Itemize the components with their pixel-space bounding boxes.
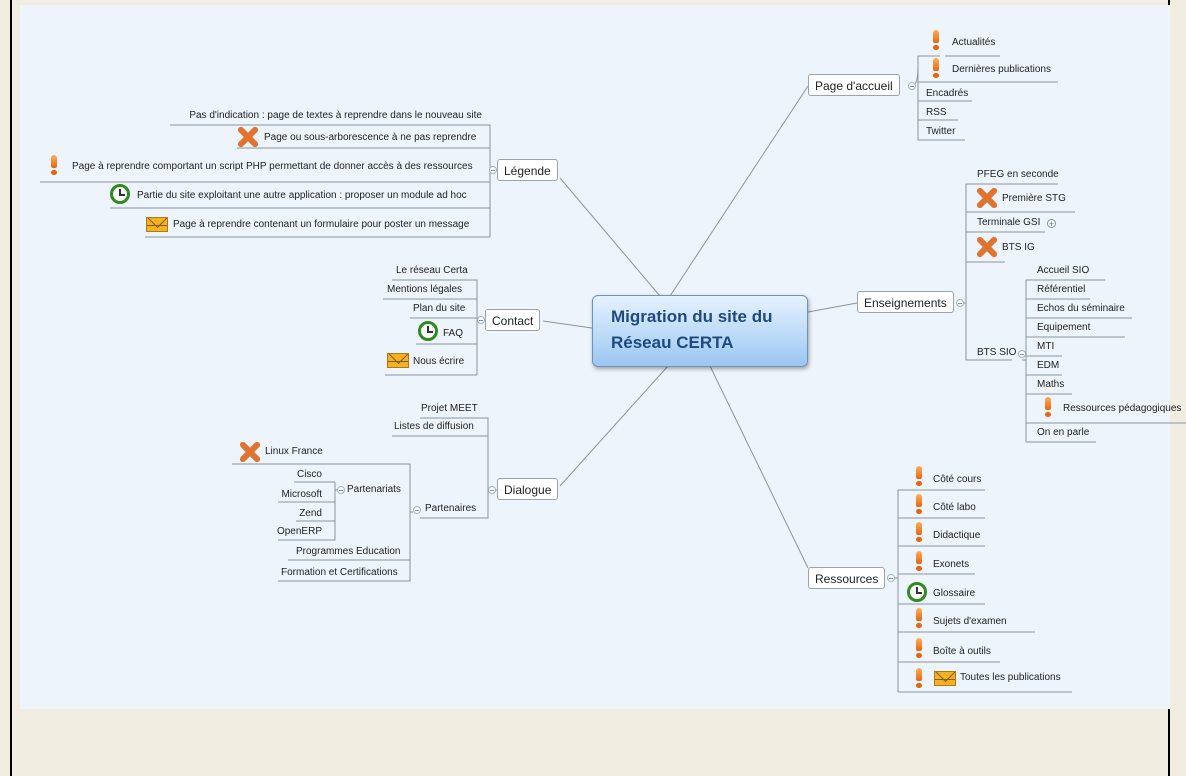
php-script-icon	[915, 638, 923, 658]
partenaire-partenariats[interactable]: Partenariats	[347, 484, 401, 495]
enseignement-pfeg[interactable]: PFEG en seconde	[977, 169, 1059, 180]
sio-edm[interactable]: EDM	[1037, 360, 1060, 371]
legende-item-other-application: Partie du site exploitant une autre appl…	[137, 190, 467, 201]
ressource-toutes-publications[interactable]: Toutes les publications	[960, 672, 1061, 683]
php-script-icon	[50, 155, 58, 175]
sio-echos-seminaire[interactable]: Echos du séminaire	[1037, 303, 1125, 314]
accueil-item-encadres[interactable]: Encadrés	[926, 88, 969, 99]
legende-item-no-indication: Pas d'indication : page de textes à repr…	[189, 110, 482, 121]
envelope-icon	[146, 217, 168, 232]
accueil-item-dernieres-publications[interactable]: Dernières publications	[952, 64, 1051, 75]
collapse-accueil-icon[interactable]	[908, 82, 916, 90]
partenaire-linux-france[interactable]: Linux France	[265, 446, 323, 457]
ressource-cote-cours[interactable]: Côté cours	[933, 474, 982, 485]
cross-icon	[237, 126, 259, 148]
sio-accueil[interactable]: Accueil SIO	[1037, 265, 1090, 276]
enseignement-bts-ig[interactable]: BTS IG	[1002, 242, 1035, 253]
contact-plan-du-site[interactable]: Plan du site	[413, 303, 466, 314]
collapse-partenaires-icon[interactable]	[413, 506, 421, 514]
php-script-icon	[915, 466, 923, 486]
partenariat-microsoft[interactable]: Microsoft	[281, 489, 322, 500]
sio-ressources-pedagogiques[interactable]: Ressources pédagogiques	[1063, 403, 1182, 414]
contact-faq[interactable]: FAQ	[443, 328, 464, 339]
ressource-cote-labo[interactable]: Côté labo	[933, 502, 976, 513]
ressource-exonets[interactable]: Exonets	[933, 559, 970, 570]
collapse-legende-icon[interactable]	[489, 166, 497, 174]
cross-icon	[239, 441, 261, 463]
topic-enseignements[interactable]: Enseignements	[857, 291, 954, 313]
dialogue-projet-meet[interactable]: Projet MEET	[421, 403, 478, 414]
legende-item-not-reused: Page ou sous-arborescence à ne pas repre…	[264, 132, 477, 143]
php-script-icon	[932, 58, 940, 78]
central-topic[interactable]: Migration du site du Réseau CERTA	[592, 295, 808, 367]
dialogue-partenaires[interactable]: Partenaires	[425, 503, 477, 514]
sio-referentiel[interactable]: Référentiel	[1037, 284, 1086, 295]
clock-icon	[418, 321, 438, 341]
php-script-icon	[915, 668, 923, 688]
collapse-enseignements-icon[interactable]	[956, 299, 964, 307]
topic-legende[interactable]: Légende	[497, 159, 558, 181]
topic-contact[interactable]: Contact	[485, 309, 541, 331]
envelope-icon	[387, 353, 409, 368]
sio-maths[interactable]: Maths	[1037, 379, 1065, 390]
partenaire-formation-certifications[interactable]: Formation et Certifications	[281, 567, 398, 578]
ressource-didactique[interactable]: Didactique	[933, 530, 981, 541]
collapse-contact-icon[interactable]	[477, 316, 485, 324]
enseignement-premiere-stg[interactable]: Première STG	[1002, 193, 1066, 204]
php-script-icon	[915, 522, 923, 542]
php-script-icon	[1044, 397, 1052, 417]
contact-nous-ecrire[interactable]: Nous écrire	[413, 356, 465, 367]
collapse-dialogue-icon[interactable]	[488, 486, 496, 494]
partenariat-cisco[interactable]: Cisco	[296, 469, 322, 480]
cross-icon	[976, 187, 998, 209]
php-script-icon	[932, 30, 940, 50]
ressource-boite-outils[interactable]: Boîte à outils	[933, 646, 991, 657]
topic-ressources[interactable]: Ressources	[808, 567, 886, 589]
expand-plus-icon[interactable]: +	[1047, 219, 1056, 229]
sio-mti[interactable]: MTI	[1037, 341, 1055, 352]
clock-icon	[907, 582, 927, 602]
accueil-item-twitter[interactable]: Twitter	[926, 126, 956, 137]
partenariat-zend[interactable]: Zend	[299, 508, 322, 519]
envelope-icon	[934, 671, 956, 686]
collapse-partenariats-icon[interactable]	[337, 486, 345, 494]
ressource-sujets-examen[interactable]: Sujets d'examen	[933, 616, 1007, 627]
accueil-item-actualites[interactable]: Actualités	[952, 37, 996, 48]
accueil-item-rss[interactable]: RSS	[926, 107, 947, 118]
enseignement-bts-sio[interactable]: BTS SIO	[977, 347, 1017, 358]
php-script-icon	[915, 551, 923, 571]
php-script-icon	[915, 608, 923, 628]
central-topic-line2: Réseau CERTA	[611, 333, 734, 352]
partenariat-openerp[interactable]: OpenERP	[276, 526, 322, 537]
legende-item-php-script: Page à reprendre comportant un script PH…	[72, 161, 473, 172]
right-margin	[1172, 0, 1186, 776]
legende-item-form: Page à reprendre contenant un formulaire…	[173, 219, 470, 230]
enseignement-terminale-gsi[interactable]: Terminale GSI	[977, 217, 1041, 228]
topic-dialogue[interactable]: Dialogue	[497, 478, 559, 500]
partenaire-programmes-education[interactable]: Programmes Education	[296, 546, 401, 557]
collapse-bts-sio-icon[interactable]	[1018, 350, 1026, 358]
collapse-ressources-icon[interactable]	[887, 574, 895, 582]
clock-icon	[110, 184, 130, 204]
cross-icon	[976, 236, 998, 258]
php-script-icon	[915, 494, 923, 514]
contact-mentions-legales[interactable]: Mentions légales	[387, 284, 463, 295]
sio-on-en-parle[interactable]: On en parle	[1037, 427, 1090, 438]
topic-page-accueil[interactable]: Page d'accueil	[808, 74, 900, 96]
contact-reseau-certa[interactable]: Le réseau Certa	[396, 265, 468, 276]
dialogue-listes-diffusion[interactable]: Listes de diffusion	[394, 421, 474, 432]
ressource-glossaire[interactable]: Glossaire	[933, 588, 976, 599]
sio-equipement[interactable]: Equipement	[1037, 322, 1091, 333]
central-topic-line1: Migration du site du	[611, 307, 773, 326]
